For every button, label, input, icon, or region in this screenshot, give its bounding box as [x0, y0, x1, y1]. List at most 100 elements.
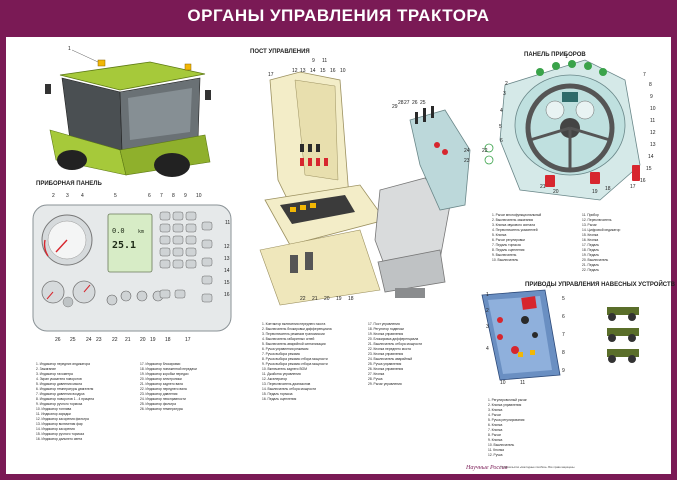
- legend-item: 5. Индикатор давления масла: [36, 382, 83, 386]
- legend-item: 14. Цифровой индикатор: [582, 228, 621, 232]
- legend-item: 21. Педаль: [582, 263, 600, 267]
- legend-item: 3. Кнопка: [488, 408, 503, 412]
- legend-item: 16. Индикатор дальнего света: [36, 437, 83, 441]
- legend-item: 19. Индикатор коробки передач: [140, 372, 189, 376]
- callout-number: 19: [336, 296, 342, 302]
- legend-item: 12. Акселератор: [262, 377, 288, 381]
- legend-item: 20. Выключатель: [582, 258, 609, 262]
- legend-item: 1. Регулировочный рычаг: [488, 398, 527, 402]
- legend-item: 6. Ручка управления режимом: [262, 347, 309, 351]
- legend-item: 11. Прибор: [582, 213, 599, 217]
- callout-number: 12: [650, 130, 656, 136]
- legend-item: 7. Ручка выбора режима: [262, 352, 300, 356]
- legend-item: 2. Выключатель зажигания: [492, 218, 534, 222]
- callout-number: 18: [348, 296, 354, 302]
- callout-number: 3: [486, 324, 489, 330]
- callout-number: 12: [224, 244, 230, 250]
- callout-number: 9: [650, 94, 653, 100]
- header-bar: [0, 0, 677, 37]
- legend-item: 18. Индикатор пониженной передачи: [140, 367, 197, 371]
- legend-item: 8. Рычаг: [488, 433, 501, 437]
- legend-item: 3. Переключатель режимов трансмиссии: [262, 332, 325, 336]
- callout-number: 22: [112, 337, 118, 343]
- legend-item: 21. Выключатель отбора мощности: [368, 342, 423, 346]
- legend-item: 1. Контактор включения переднего моста: [262, 322, 326, 326]
- callout-number: 15: [224, 280, 230, 286]
- legend-item: 5. Ручка регулирования: [488, 418, 525, 422]
- callout-number: 14: [648, 154, 654, 160]
- legend-item: 27. Кнопка: [368, 372, 385, 376]
- callout-number: 21: [125, 337, 131, 343]
- legend-item: 26. Кнопка управления: [368, 367, 404, 371]
- callout-number: 11: [520, 380, 525, 386]
- legend-item: 28. Ручка: [368, 377, 383, 381]
- legend-item: 14. Индикатор засорения: [36, 427, 75, 431]
- legend-item: 29. Рычаг управления: [368, 382, 402, 386]
- callout-number: 27: [404, 100, 410, 106]
- callout-number: 16: [640, 178, 646, 184]
- callout-number: 6: [148, 193, 151, 199]
- callout-number: 13: [300, 68, 306, 74]
- callout-number: 2: [52, 193, 55, 199]
- legend-item: 7. Кнопка: [488, 428, 503, 432]
- callout-number: 11: [322, 58, 327, 64]
- callout-number: 7: [643, 72, 646, 78]
- tractor-cab: [45, 59, 211, 177]
- legend-item: 8. Индикатор поворотов 1 - 4 прицепа: [36, 397, 94, 401]
- footer-note: © Издательство «Наглядные пособия». Все …: [500, 466, 576, 469]
- legend-item: 17. Индикатор блокировки: [140, 362, 181, 366]
- callout-number: 24: [464, 148, 470, 154]
- callout-number: 23: [96, 337, 102, 343]
- callout-number: 17: [185, 337, 191, 343]
- callout-number: 29: [392, 104, 398, 110]
- callout-number: 25: [70, 337, 76, 343]
- callout-number: 6: [562, 314, 565, 320]
- legend-item: 4. Выключатель габаритных огней: [262, 337, 315, 341]
- callout-number: 20: [553, 189, 559, 195]
- legend-item: 4. Рычаг: [488, 413, 501, 417]
- callout-number: 9: [312, 58, 315, 64]
- legend-item: 19. Педаль: [582, 253, 600, 257]
- legend-item: 23. Кнопка управления: [368, 352, 404, 356]
- legend-item: 22. Кнопка переднего моста: [368, 347, 411, 351]
- legend-item: 23. Индикатор давления: [140, 392, 178, 396]
- callout-number: 15: [646, 166, 652, 172]
- hitch-section-title: ПРИВОДЫ УПРАВЛЕНИЯ НАВЕСНЫХ УСТРОЙСТВ: [525, 282, 675, 288]
- callout-number: 21: [312, 296, 318, 302]
- callout-number: 10: [196, 193, 202, 199]
- callout-number: 21: [540, 184, 546, 190]
- legend-item: 24. Индикатор неисправности: [140, 397, 186, 401]
- callout-number: 8: [172, 193, 175, 199]
- callout-number: 8: [562, 350, 565, 356]
- legend-item: 19. Кнопка управления: [368, 332, 404, 336]
- legend-item: 20. Индикатор электроники: [140, 377, 182, 381]
- legend-item: 21. Индикатор заднего вала: [140, 382, 183, 386]
- legend-item: 10. Индикатор топлива: [36, 407, 72, 411]
- legend-item: 6. Индикатор температуры двигателя: [36, 387, 94, 391]
- legend-item: 4. Экран указателя поворотов: [36, 377, 82, 381]
- legend-item: 22. Индикатор переднего вала: [140, 387, 187, 391]
- callout-number: 7: [562, 332, 565, 338]
- legend-item: 18. Педаль: [582, 248, 600, 252]
- legend-item: 13. Индикатор включения фар: [36, 422, 83, 426]
- callout-number: 3: [503, 91, 506, 97]
- poster-frame: [0, 37, 677, 480]
- callout-number: 20: [140, 337, 146, 343]
- dashboard-section-title: ПРИБОРНАЯ ПАНЕЛЬ: [36, 181, 102, 187]
- legend-item: 11. Кнопка: [488, 448, 504, 452]
- callout-number: 20: [324, 296, 330, 302]
- callout-number: 16: [330, 68, 336, 74]
- callout-number: 22: [300, 296, 306, 302]
- callout-number: 5: [499, 124, 502, 130]
- callout-number: 9: [184, 193, 187, 199]
- callout-number: 17: [630, 184, 636, 190]
- legend-item: 2. Кнопка управления: [488, 403, 522, 407]
- legend-item: 2. Зажигание: [36, 367, 56, 371]
- callout-number: 25: [420, 100, 426, 106]
- legend-item: 25. Ручка управления: [368, 362, 402, 366]
